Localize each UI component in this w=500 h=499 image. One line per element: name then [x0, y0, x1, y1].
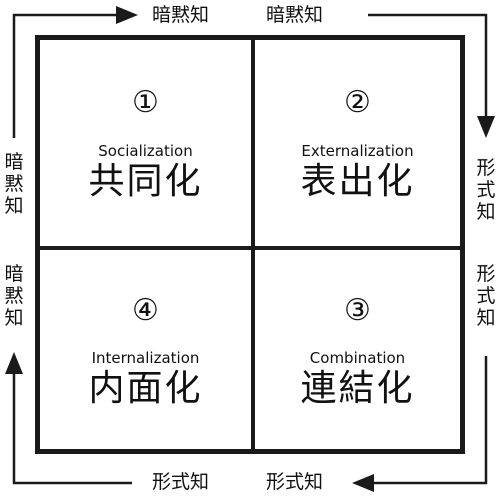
quadrant-socialization: ① Socialization 共同化	[40, 40, 253, 248]
edge-label-top-left: 暗黙知	[152, 4, 210, 26]
quadrant-number: ②	[344, 85, 371, 120]
arrowhead-left	[352, 474, 374, 492]
arrowhead-up	[5, 352, 23, 374]
arrowhead-right	[116, 6, 138, 24]
quadrant-english-label: Externalization	[301, 142, 414, 160]
edge-label-right-upper: 形式知	[476, 157, 496, 223]
arrow-bottom-left	[12, 372, 132, 485]
quadrant-internalization: ④ Internalization 内面化	[40, 248, 253, 449]
quadrant-externalization: ② Externalization 表出化	[253, 40, 460, 248]
quadrant-japanese-label: 内面化	[88, 368, 203, 409]
edge-label-bottom-right: 形式知	[266, 471, 324, 493]
edge-label-left-lower: 暗黙知	[4, 263, 24, 329]
quadrant-japanese-label: 共同化	[88, 161, 203, 202]
edge-label-left-upper: 暗黙知	[4, 151, 24, 217]
arrow-top-left	[12, 13, 118, 138]
edge-label-top-right: 暗黙知	[266, 4, 324, 26]
quadrant-combination: ③ Combination 連結化	[253, 248, 460, 449]
quadrant-english-label: Combination	[309, 349, 406, 367]
quadrant-japanese-label: 表出化	[300, 161, 415, 202]
quadrant-number: ③	[344, 293, 371, 328]
quadrant-english-label: Socialization	[98, 142, 193, 160]
arrowhead-down	[477, 116, 495, 138]
edge-label-right-lower: 形式知	[476, 263, 496, 329]
quadrant-number: ④	[132, 293, 159, 328]
quadrant-japanese-label: 連結化	[300, 368, 415, 409]
quadrant-english-label: Internalization	[91, 349, 200, 367]
arrow-bottom-right	[372, 356, 488, 485]
arrow-top-right	[368, 13, 488, 118]
edge-label-bottom-left: 形式知	[152, 471, 210, 493]
seci-matrix: ① Socialization 共同化 ② Externalization 表出…	[35, 35, 465, 454]
quadrant-number: ①	[132, 85, 159, 120]
